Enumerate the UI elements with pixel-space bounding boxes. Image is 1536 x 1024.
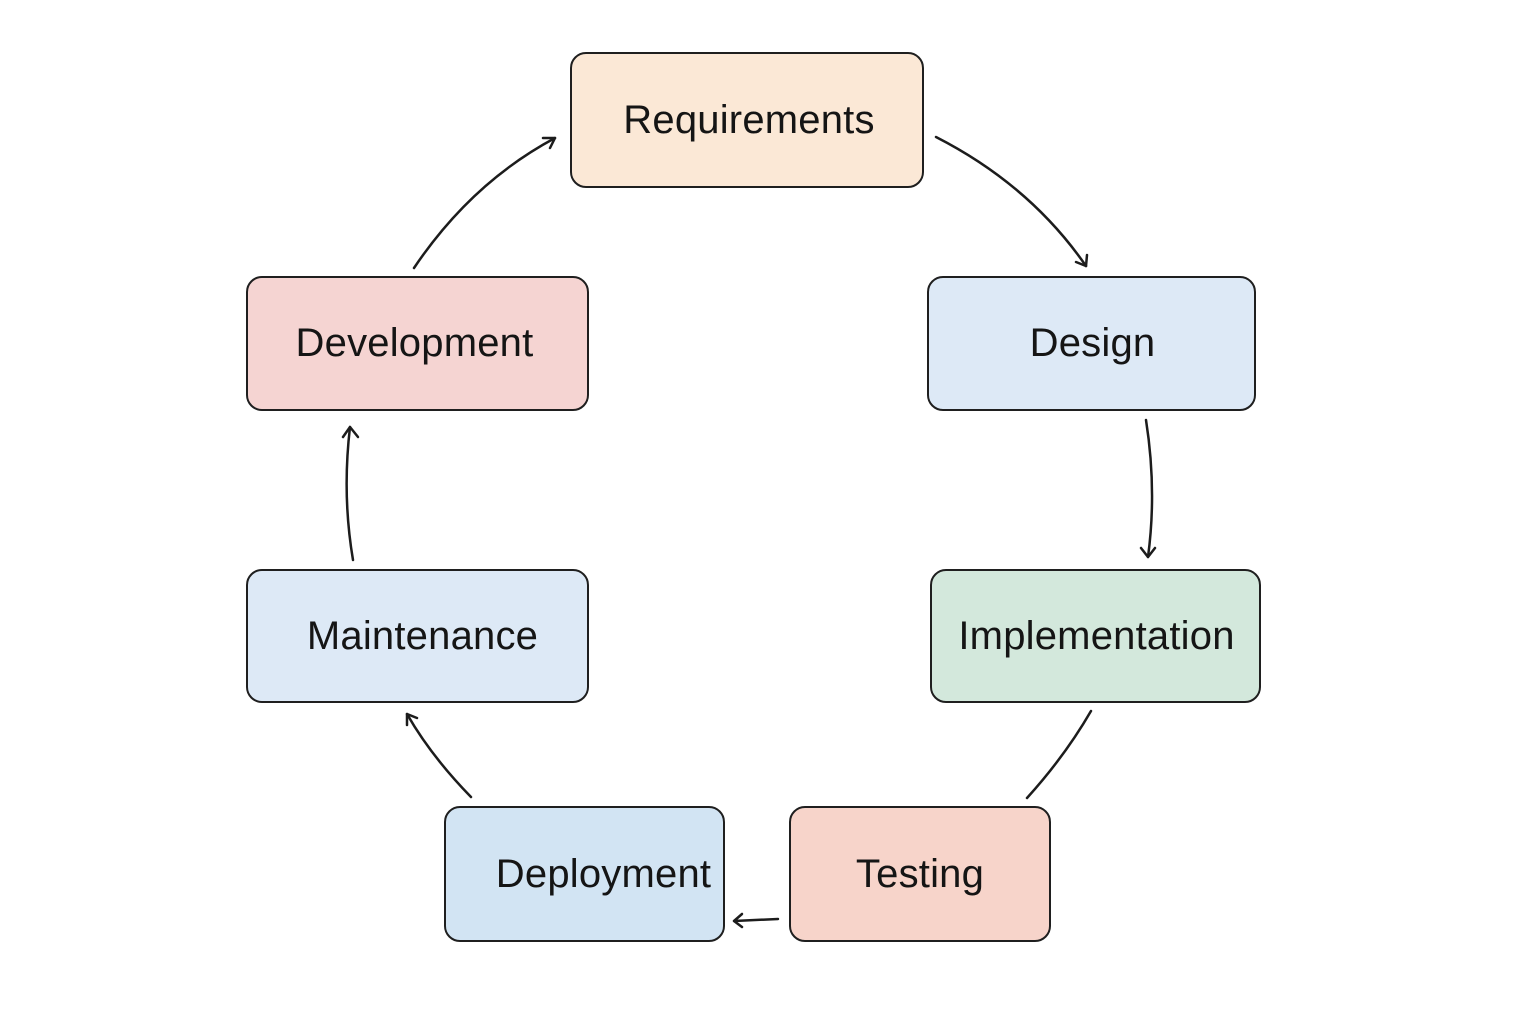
node-deployment-label: Deployment	[495, 851, 712, 896]
node-testing: Testing	[789, 806, 1051, 942]
node-testing-label: Testing	[855, 851, 985, 896]
node-development: Development	[246, 276, 589, 411]
edge-requirements-to-design	[934, 135, 1089, 268]
edge-development-to-requirements	[412, 136, 557, 270]
node-maintenance-label: Maintenance	[306, 613, 539, 658]
node-development-label: Development	[295, 321, 534, 365]
edge-deployment-to-maintenance	[405, 712, 473, 799]
node-design: Design	[927, 276, 1256, 411]
node-design-label: Design	[1029, 321, 1156, 365]
node-requirements-label: Requirements	[623, 97, 875, 142]
node-requirements: Requirements	[570, 52, 924, 188]
node-implementation: Implementation	[930, 569, 1261, 703]
edge-testing-to-deployment	[732, 912, 780, 929]
node-implementation-label: Implementation	[958, 613, 1235, 658]
edge-maintenance-to-development	[341, 425, 360, 562]
edge-implementation-to-testing	[1025, 709, 1093, 800]
node-maintenance: Maintenance	[246, 569, 589, 703]
node-deployment: Deployment	[444, 806, 725, 942]
edge-design-to-implementation	[1139, 418, 1157, 559]
